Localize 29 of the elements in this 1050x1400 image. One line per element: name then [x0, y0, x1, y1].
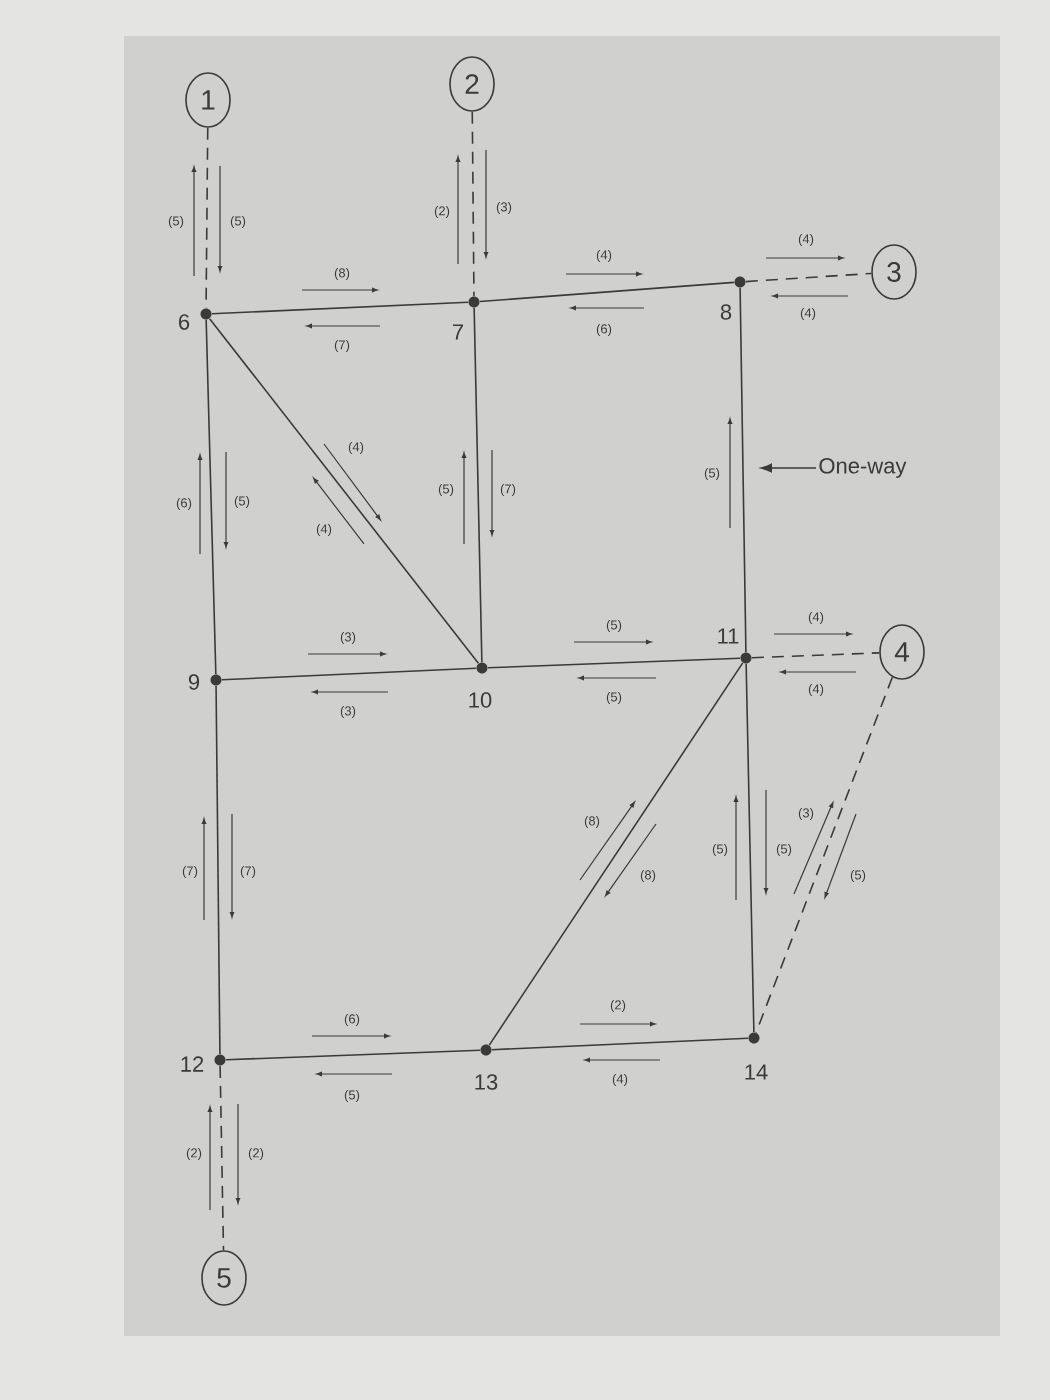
link-line [225, 1049, 481, 1061]
link-line [488, 662, 744, 1046]
node-number: 8 [720, 304, 732, 320]
note-text: One-way [819, 458, 907, 478]
link-line [221, 667, 477, 681]
link-line [751, 652, 880, 659]
link-line [491, 1037, 749, 1051]
leader-arrow [760, 463, 817, 473]
link-line [219, 1065, 225, 1251]
node-number: 14 [745, 1064, 768, 1080]
link-line [208, 317, 480, 665]
link-line [215, 685, 221, 1055]
link-line [473, 307, 483, 663]
node-number: 12 [181, 1056, 204, 1072]
node-number: 13 [475, 1074, 498, 1090]
node-number: 7 [453, 324, 463, 340]
link-line [211, 301, 469, 315]
node-number: 9 [188, 674, 200, 690]
node-number: 6 [179, 314, 190, 330]
link-line [479, 281, 735, 303]
link-line [745, 663, 755, 1033]
link-line [755, 676, 894, 1034]
node-number: 10 [469, 692, 492, 708]
link-line [471, 111, 475, 297]
link-line [739, 287, 747, 653]
link-line [745, 272, 873, 283]
link-line [205, 319, 217, 675]
node-number: 11 [718, 628, 739, 644]
link-line [487, 657, 741, 669]
